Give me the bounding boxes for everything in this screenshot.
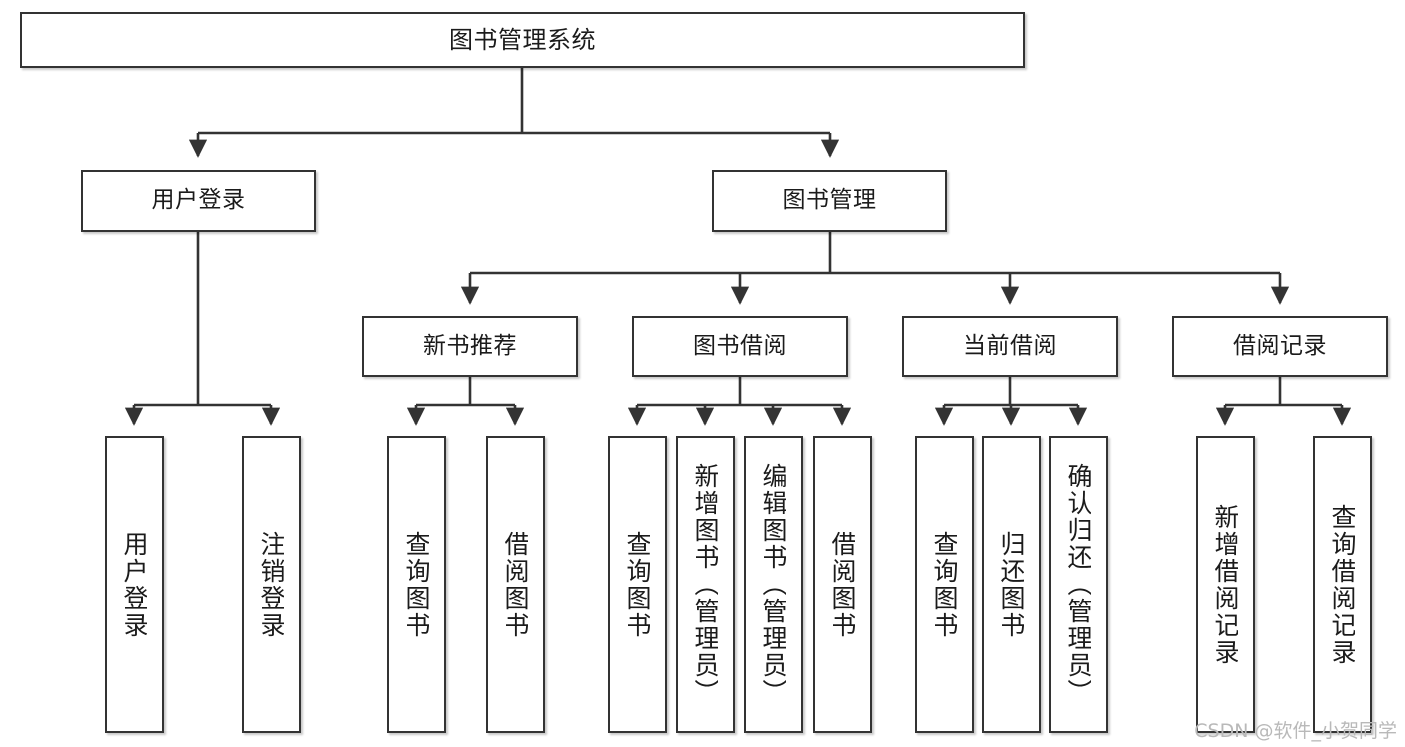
node-label: 注销登录: [259, 530, 284, 639]
node-label: 新增图书（管理员）: [693, 463, 718, 706]
watermark: CSDN @软件_小贺同学: [1194, 720, 1397, 742]
node-book-management[interactable]: 图书管理: [712, 170, 947, 232]
node-label: 确认归还（管理员）: [1066, 463, 1091, 706]
node-user-login[interactable]: 用户登录: [81, 170, 316, 232]
node-label: 新书推荐: [423, 332, 517, 359]
leaf-current-borrow-query[interactable]: 查询图书: [915, 436, 974, 733]
node-label: 图书借阅: [693, 332, 787, 359]
leaf-new-book-query[interactable]: 查询图书: [387, 436, 446, 733]
leaf-borrow-record-query[interactable]: 查询借阅记录: [1313, 436, 1372, 733]
node-label: 查询借阅记录: [1330, 503, 1355, 666]
node-book-borrow[interactable]: 图书借阅: [632, 316, 848, 377]
node-new-book-recommend[interactable]: 新书推荐: [362, 316, 578, 377]
node-label: 图书管理系统: [449, 25, 596, 54]
node-borrow-record[interactable]: 借阅记录: [1172, 316, 1388, 377]
node-label: 用户登录: [151, 187, 246, 214]
leaf-book-borrow-borrow[interactable]: 借阅图书: [813, 436, 872, 733]
node-label: 借阅记录: [1233, 332, 1327, 359]
node-label: 编辑图书（管理员）: [761, 463, 786, 706]
node-label: 新增借阅记录: [1213, 503, 1238, 666]
node-label: 查询图书: [404, 530, 429, 639]
leaf-book-borrow-add[interactable]: 新增图书（管理员）: [676, 436, 735, 733]
leaf-current-borrow-return[interactable]: 归还图书: [982, 436, 1041, 733]
node-label: 借阅图书: [830, 530, 855, 639]
node-current-borrow[interactable]: 当前借阅: [902, 316, 1118, 377]
node-label: 归还图书: [999, 530, 1024, 639]
leaf-user-login-logout[interactable]: 注销登录: [242, 436, 301, 733]
node-label: 图书管理: [782, 187, 877, 214]
node-label: 当前借阅: [963, 332, 1057, 359]
leaf-book-borrow-edit[interactable]: 编辑图书（管理员）: [744, 436, 803, 733]
node-root-system[interactable]: 图书管理系统: [20, 12, 1025, 68]
leaf-borrow-record-add[interactable]: 新增借阅记录: [1196, 436, 1255, 733]
leaf-book-borrow-query[interactable]: 查询图书: [608, 436, 667, 733]
leaf-current-borrow-confirm[interactable]: 确认归还（管理员）: [1049, 436, 1108, 733]
node-label: 查询图书: [625, 530, 650, 639]
node-label: 用户登录: [122, 530, 147, 639]
leaf-new-book-borrow[interactable]: 借阅图书: [486, 436, 545, 733]
node-label: 查询图书: [932, 530, 957, 639]
leaf-user-login-login[interactable]: 用户登录: [105, 436, 164, 733]
node-label: 借阅图书: [503, 530, 528, 639]
